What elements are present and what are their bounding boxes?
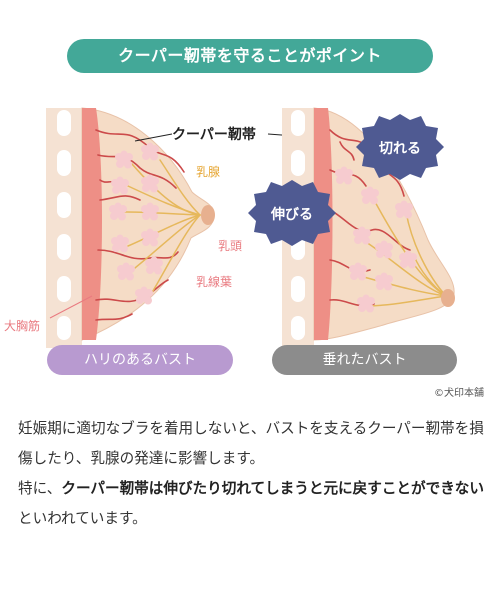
rib-bones [57, 110, 71, 340]
mammary-ducts [123, 159, 201, 297]
nipple-label: 乳頭 [218, 239, 242, 253]
pectoral-muscle-label: 大胸筋 [4, 318, 40, 333]
pectoral-muscle [82, 108, 102, 340]
stretched-burst-badge: 伸びる [248, 180, 336, 246]
torn-burst-badge: 切れる [356, 114, 444, 180]
sagging-bust-caption: 垂れたバスト [272, 345, 457, 375]
emphasis-text: クーパー靭帯は伸びたり切れてしまうと元に戻すことができない [61, 480, 484, 497]
rib-cage [46, 108, 82, 348]
nipple [201, 205, 215, 225]
explanation-text: 妊娠期に適切なブラを着用しないと、バストを支えるクーパー靭帯を損傷したり、乳腺の… [18, 414, 488, 534]
bust-comparison-diagram: クーパー靭帯 乳腺 乳頭 乳線葉 大胸筋 [4, 107, 455, 348]
stretched-label: 伸びる [270, 206, 313, 223]
pectoral-leader-line [49, 295, 93, 319]
explanation-paragraph-1: 妊娠期に適切なブラを着用しないと、バストを支えるクーパー靭帯を損傷したり、乳腺の… [18, 420, 484, 467]
firm-bust-caption: ハリのあるバスト [47, 345, 233, 375]
cooper-ligament-label: クーパー靭帯 [172, 126, 256, 143]
title-banner: クーパー靭帯を守ることがポイント [67, 39, 433, 73]
cooper-leader-line [134, 133, 173, 142]
copyright-notice: ©犬印本舗 [434, 388, 484, 399]
lobule-label: 乳線葉 [196, 274, 232, 289]
sagging-bust-illustration: 切れる 伸びる [248, 107, 455, 348]
mammary-gland-label: 乳腺 [196, 165, 220, 179]
firm-bust-illustration: クーパー靭帯 乳腺 乳頭 乳線葉 大胸筋 [4, 107, 323, 348]
emphasis-prefix: 特に、 [18, 480, 62, 497]
explanation-paragraph-2: 特に、クーパー靭帯は伸びたり切れてしまうと元に戻すことができないといわれています… [18, 474, 488, 534]
nipple [441, 289, 455, 307]
torn-label: 切れる [379, 141, 421, 157]
emphasis-suffix: といわれています。 [18, 510, 147, 527]
